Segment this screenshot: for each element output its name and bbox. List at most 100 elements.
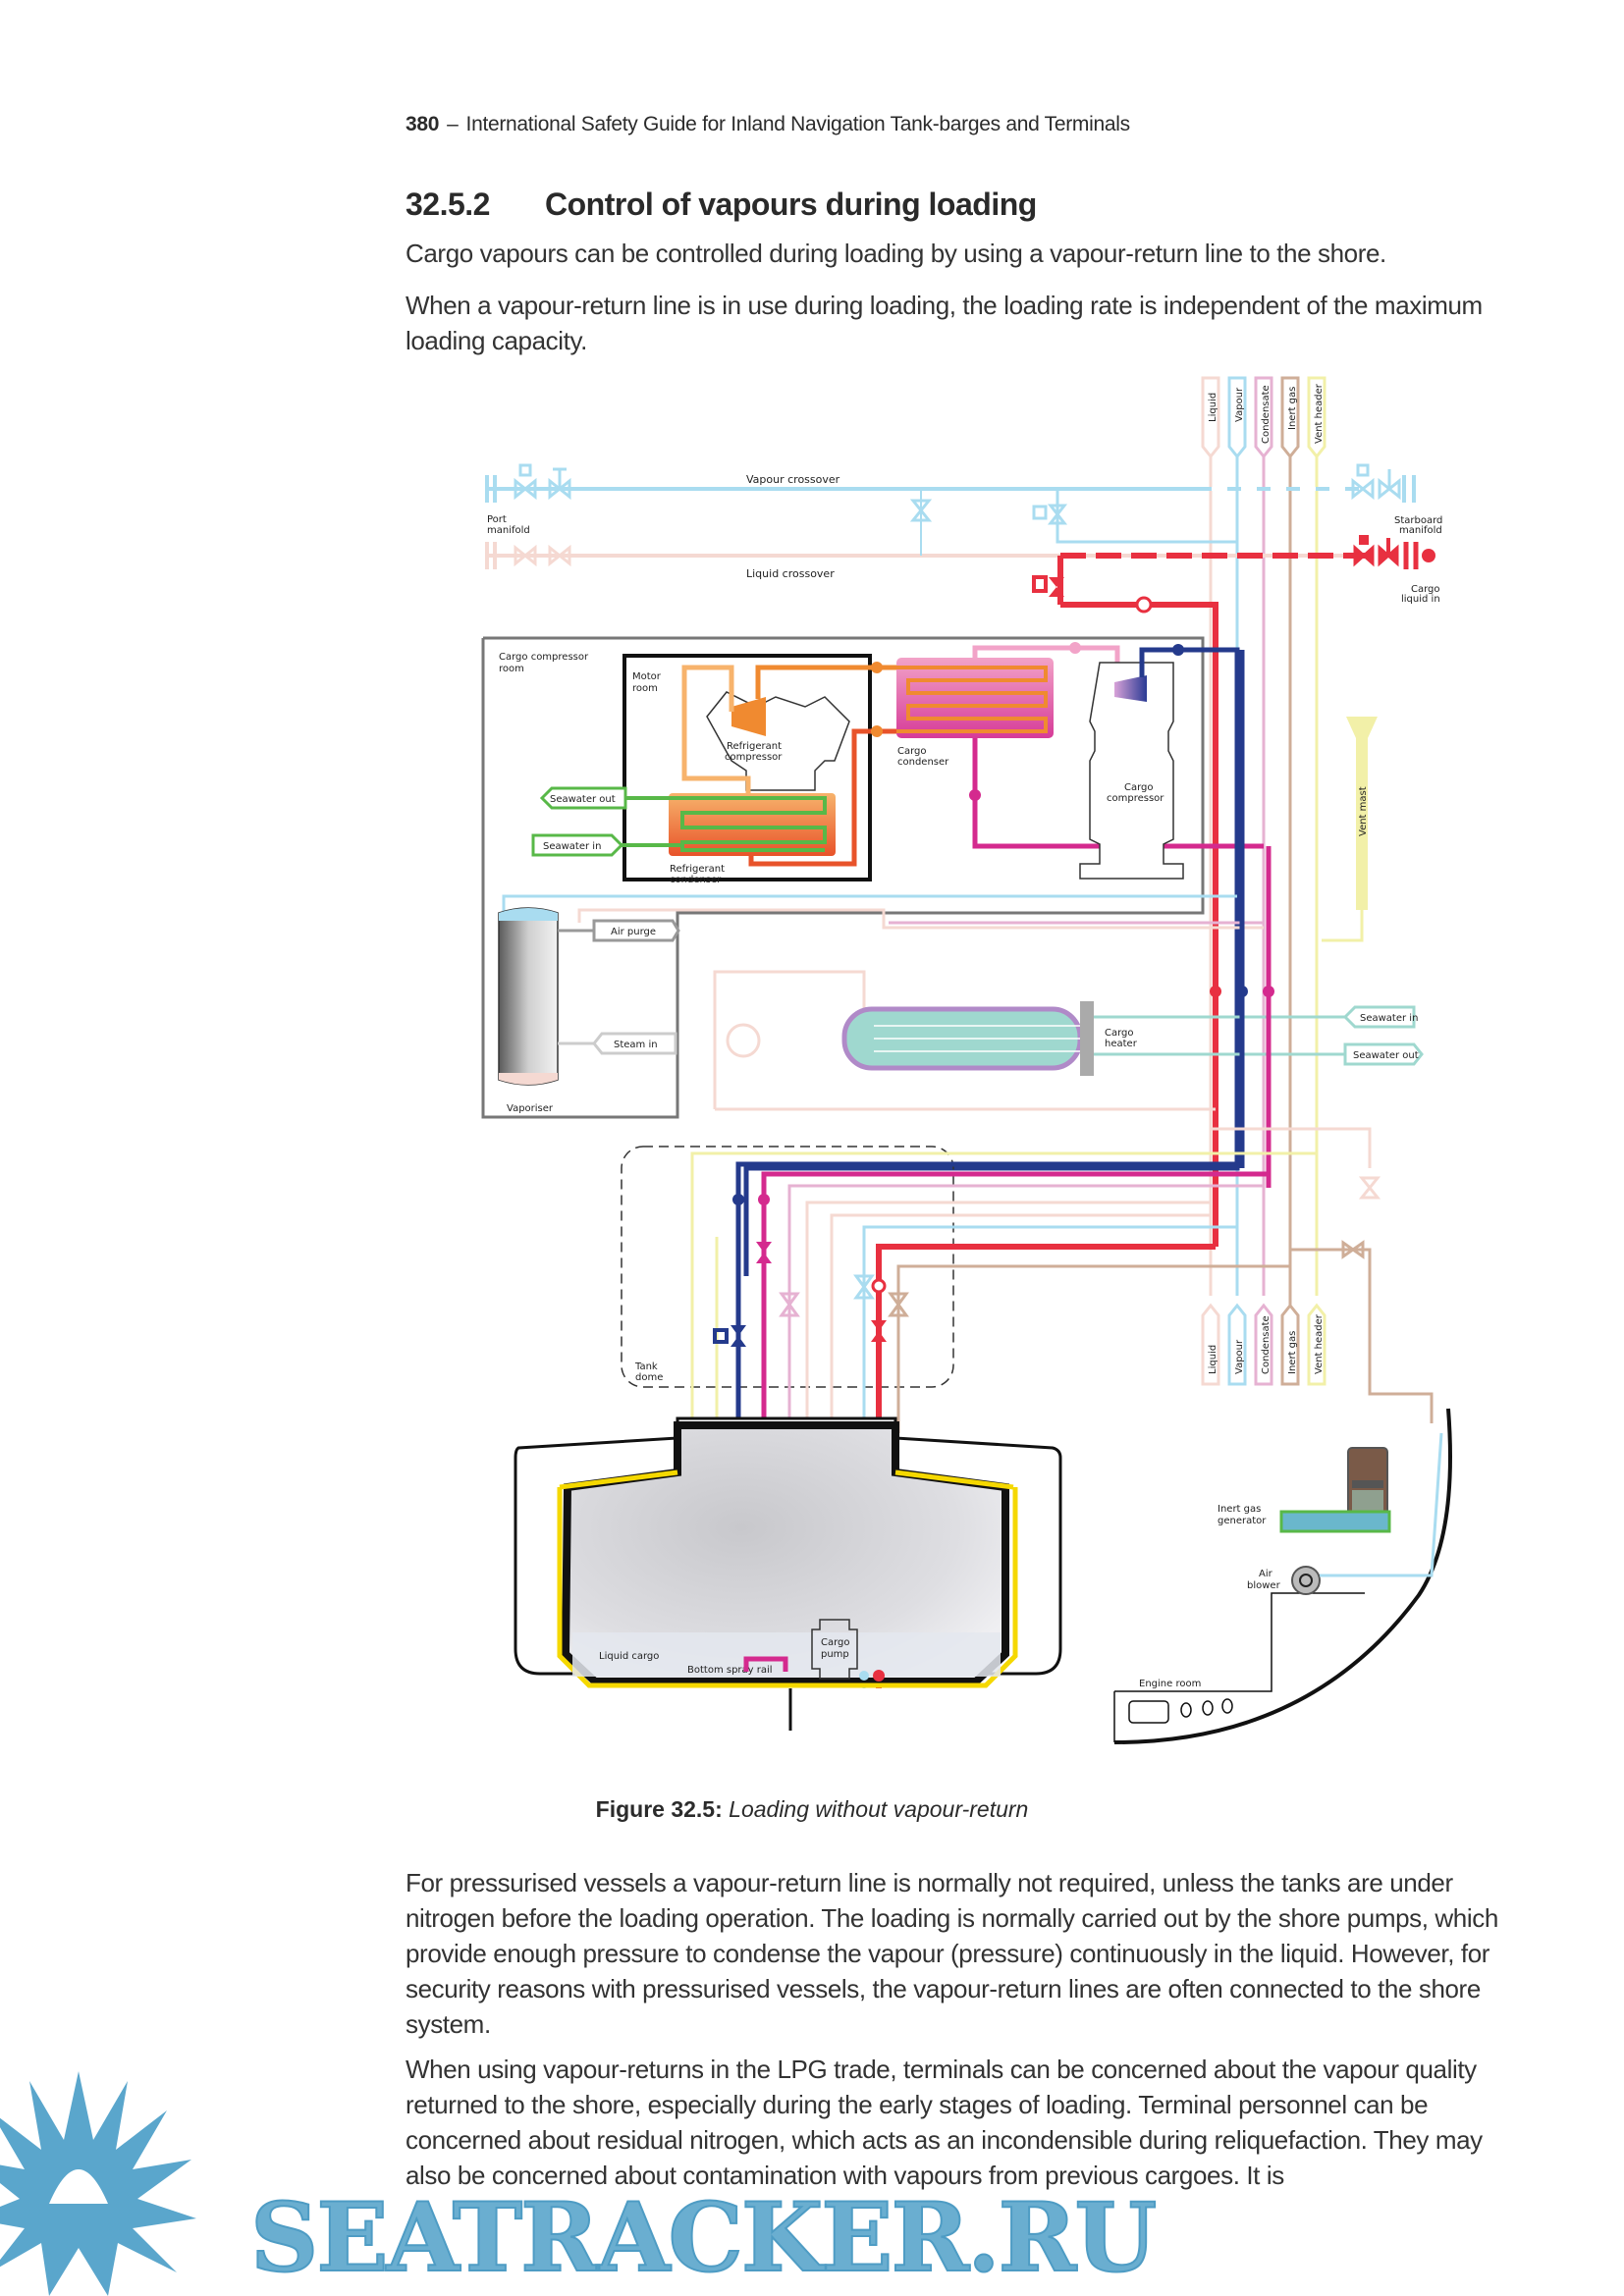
legend-vent-header: Vent header — [1307, 376, 1326, 459]
starboard-manifold-label-1: Starboard — [1394, 515, 1442, 526]
cargo-compressor-label-1: Cargo — [1124, 782, 1154, 793]
air-blower-label-1: Air — [1259, 1569, 1273, 1579]
heater-seawater-out-label: Seawater out — [1353, 1050, 1419, 1061]
liquid-cargo-label: Liquid cargo — [599, 1651, 659, 1662]
seawater-in-tag: Seawater in — [531, 833, 682, 857]
liquid-crossover: Liquid crossover — [485, 489, 1355, 580]
bottom-legend-condensate: Condensate — [1261, 1315, 1272, 1374]
vapour-crossover-label: Vapour crossover — [746, 473, 840, 486]
seawater-in-label: Seawater in — [543, 841, 601, 852]
section-number: 32.5.2 — [406, 187, 490, 222]
vapour-bypass — [1032, 489, 1237, 544]
air-purge-label: Air purge — [611, 927, 656, 937]
figure-caption: Figure 32.5: Loading without vapour-retu… — [0, 1796, 1624, 1823]
line-legend-bottom: Liquid Vapour Condensate Inert gas Vent … — [1201, 1303, 1326, 1386]
vent-mast-label: Vent mast — [1358, 786, 1369, 836]
legend-vapour: Vapour — [1227, 376, 1247, 459]
sun-burst-icon — [0, 2071, 196, 2296]
cargo-pump-label-1: Cargo — [821, 1637, 850, 1648]
compressor-room-label-2: room — [499, 664, 524, 674]
loading-diagram: Liquid Vapour Condensate Inert gas Vent … — [481, 376, 1452, 1744]
cargo-condenser-label-1: Cargo — [897, 746, 927, 757]
tank-dome-label-1: Tank — [634, 1362, 658, 1372]
motor-room: Motor room — [623, 654, 872, 881]
heater-seawater-in-tag: Seawater in — [1342, 1005, 1418, 1029]
ref-compressor-label-1: Refrigerant — [727, 741, 782, 752]
steam-in-label: Steam in — [614, 1040, 658, 1050]
cargo-liquid-in-line — [1032, 535, 1435, 1247]
section-heading: 32.5.2 Control of vapours during loading — [406, 187, 1037, 223]
running-header: 380–International Safety Guide for Inlan… — [406, 113, 1130, 136]
seawater-out-label: Seawater out — [550, 794, 616, 805]
ref-condenser-label-1: Refrigerant — [670, 864, 725, 875]
cargo-tank: Liquid cargo Bottom spray rail Cargo pum… — [514, 1416, 1062, 1731]
legend-inert-gas-label: Inert gas — [1287, 387, 1298, 430]
air-purge-tag: Air purge — [558, 919, 680, 942]
legend-vapour-label: Vapour — [1234, 387, 1245, 422]
line-legend-top: Liquid Vapour Condensate Inert gas Vent … — [1201, 376, 1326, 459]
section-title: Control of vapours during loading — [545, 187, 1037, 222]
engine-room-label: Engine room — [1139, 1679, 1201, 1689]
liquid-crossover-label: Liquid crossover — [746, 567, 835, 580]
cargo-heater-label-1: Cargo — [1105, 1028, 1134, 1039]
engine-room-hull: Engine room — [1113, 1408, 1452, 1744]
vapour-active-pipe — [743, 644, 1240, 1276]
cargo-heater-label-2: heater — [1105, 1039, 1138, 1049]
cargo-compressor-room: Cargo compressor room — [481, 636, 1205, 1119]
port-manifold-label-2: manifold — [487, 525, 530, 536]
compressor-room-lines — [502, 894, 1264, 930]
book-title: International Safety Guide for Inland Na… — [465, 113, 1131, 135]
air-blower: Air blower — [1247, 1432, 1443, 1595]
ig-generator-label-2: generator — [1218, 1516, 1267, 1526]
cargo-compressor-label-2: compressor — [1107, 793, 1164, 804]
bottom-legend-vent-header: Vent header — [1314, 1313, 1325, 1374]
watermark-text: SEATRACKER.RU — [249, 2182, 1158, 2293]
ig-generator-label-1: Inert gas — [1218, 1504, 1261, 1515]
vapour-crossover: Vapour crossover — [485, 463, 1416, 503]
port-manifold-label-1: Port — [487, 514, 507, 525]
cargo-compressor: Cargo compressor — [1079, 662, 1184, 880]
paragraph-vapour-return: When a vapour-return line is in use duri… — [406, 291, 1483, 355]
cargo-liquid-in-label-2: liquid in — [1401, 594, 1440, 605]
refrigerant-compressor: Refrigerant compressor — [706, 691, 850, 791]
vent-mast: Vent mast — [1322, 717, 1378, 942]
ref-condenser-label-2: condenser — [670, 875, 722, 885]
tank-dome: Tank dome — [621, 1146, 954, 1388]
legend-condensate-label: Condensate — [1261, 385, 1272, 444]
motor-room-label-1: Motor — [632, 671, 662, 682]
heater-seawater-in-label: Seawater in — [1360, 1013, 1418, 1024]
seawater-out-tag: Seawater out — [539, 786, 627, 810]
legend-liquid: Liquid — [1201, 376, 1220, 459]
figure-caption-text: Loading without vapour-return — [729, 1796, 1029, 1822]
cargo-condenser-label-2: condenser — [897, 757, 949, 768]
tank-dome-label-2: dome — [635, 1372, 663, 1383]
heater-seawater-out-tag: Seawater out — [1343, 1042, 1424, 1066]
cargo-heater: Cargo heater — [713, 970, 1345, 1111]
tank-dome-pipes — [690, 1151, 1317, 1688]
page-number: 380 — [406, 113, 440, 135]
bottom-legend-vapour: Vapour — [1234, 1339, 1245, 1374]
inert-gas-generator: Inert gas generator — [1218, 1447, 1391, 1533]
ref-compressor-label-2: compressor — [725, 752, 783, 763]
legend-inert-gas: Inert gas — [1280, 376, 1300, 459]
cargo-condenser: Cargo condenser — [896, 658, 1054, 768]
refrigerant-pipes — [681, 662, 898, 867]
vaporiser-label: Vaporiser — [507, 1103, 554, 1114]
bottom-legend-inert-gas: Inert gas — [1287, 1331, 1298, 1374]
legend-vent-header-label: Vent header — [1314, 383, 1325, 444]
vaporiser: Vaporiser — [498, 907, 559, 1114]
legend-condensate: Condensate — [1254, 376, 1273, 459]
bottom-spray-rail-label: Bottom spray rail — [687, 1665, 773, 1676]
paragraph-lpg: When using vapour-returns in the LPG tra… — [406, 2055, 1483, 2190]
starboard-manifold-label-2: manifold — [1399, 525, 1442, 536]
active-verticals — [1239, 650, 1272, 1188]
motor-room-label-2: room — [632, 683, 658, 694]
figure-label: Figure 32.5: — [595, 1796, 723, 1822]
paragraph-intro: Cargo vapours can be controlled during l… — [406, 239, 1386, 268]
cargo-pump-label-2: pump — [821, 1649, 849, 1660]
cargo-liquid-in-label-1: Cargo — [1411, 584, 1440, 595]
paragraph-pressurised: For pressurised vessels a vapour-return … — [406, 1868, 1498, 2039]
legend-liquid-label: Liquid — [1208, 393, 1218, 422]
header-separator: – — [447, 113, 459, 135]
compressor-room-label-1: Cargo compressor — [499, 652, 589, 663]
